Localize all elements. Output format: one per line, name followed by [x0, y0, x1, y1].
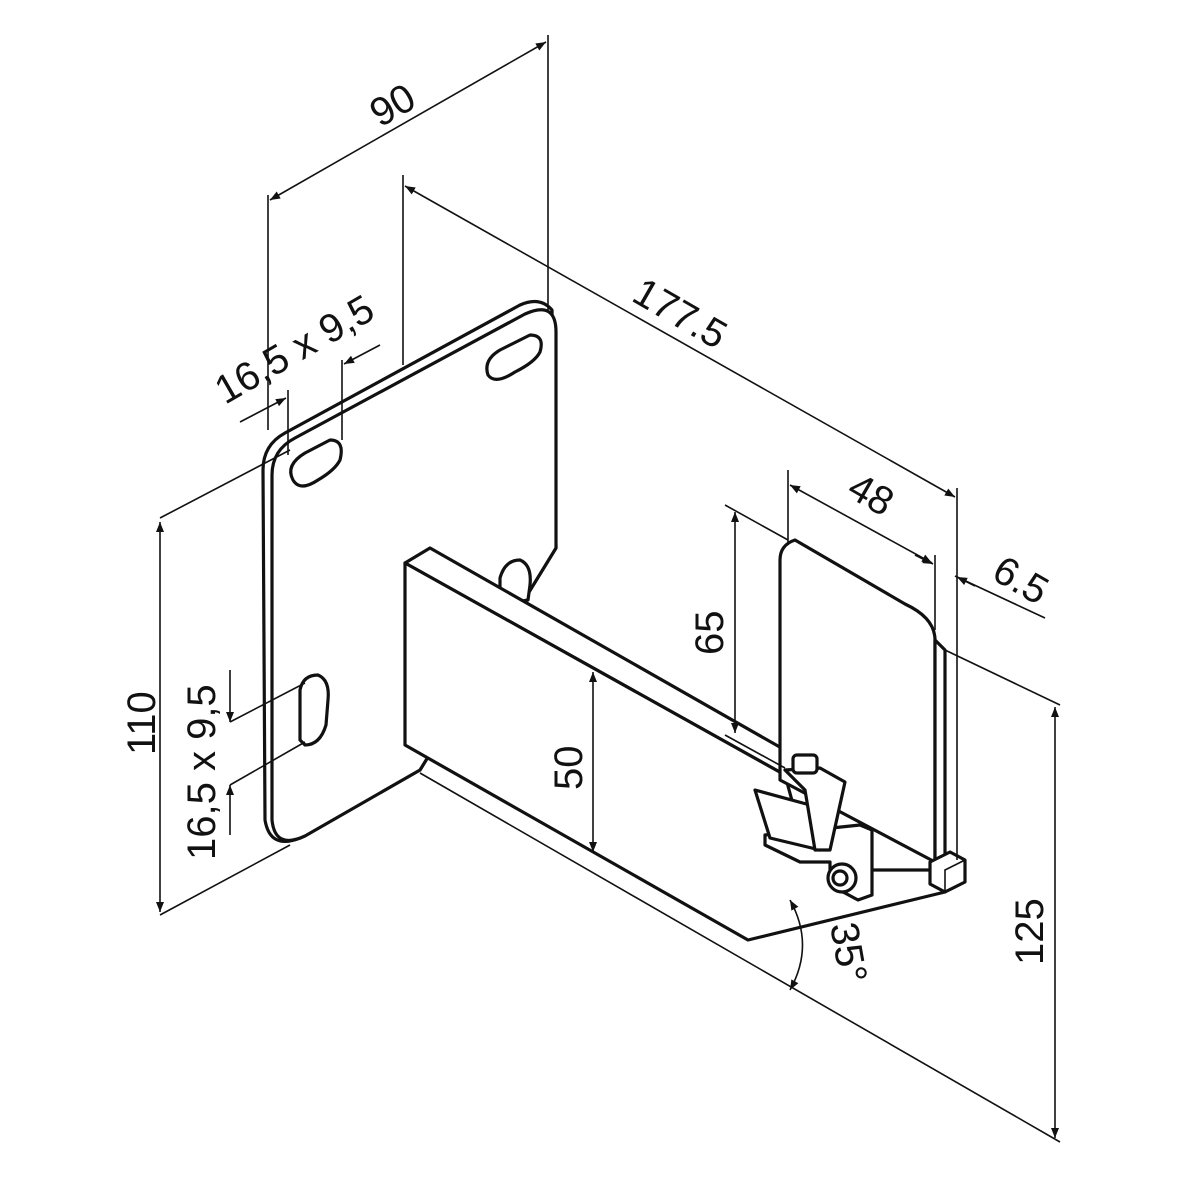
dim-177-5: 177.5 [626, 270, 735, 358]
dim-angle-35: 35° [821, 919, 875, 986]
dim-50: 50 [547, 746, 591, 791]
arm-plate [403, 538, 967, 942]
dim-65: 65 [688, 611, 732, 656]
dim-slot-left: 16,5 x 9,5 [180, 684, 224, 860]
clamp [753, 753, 874, 902]
dim-6-5: 6.5 [986, 548, 1056, 614]
dim-125: 125 [1008, 898, 1052, 965]
slot-hole [298, 673, 330, 747]
end-block [928, 850, 967, 894]
dimension-lines [156, 35, 1061, 1143]
dim-90: 90 [363, 75, 424, 135]
slot-hole [289, 438, 343, 488]
dim-110: 110 [120, 691, 164, 755]
dim-48: 48 [841, 465, 902, 525]
